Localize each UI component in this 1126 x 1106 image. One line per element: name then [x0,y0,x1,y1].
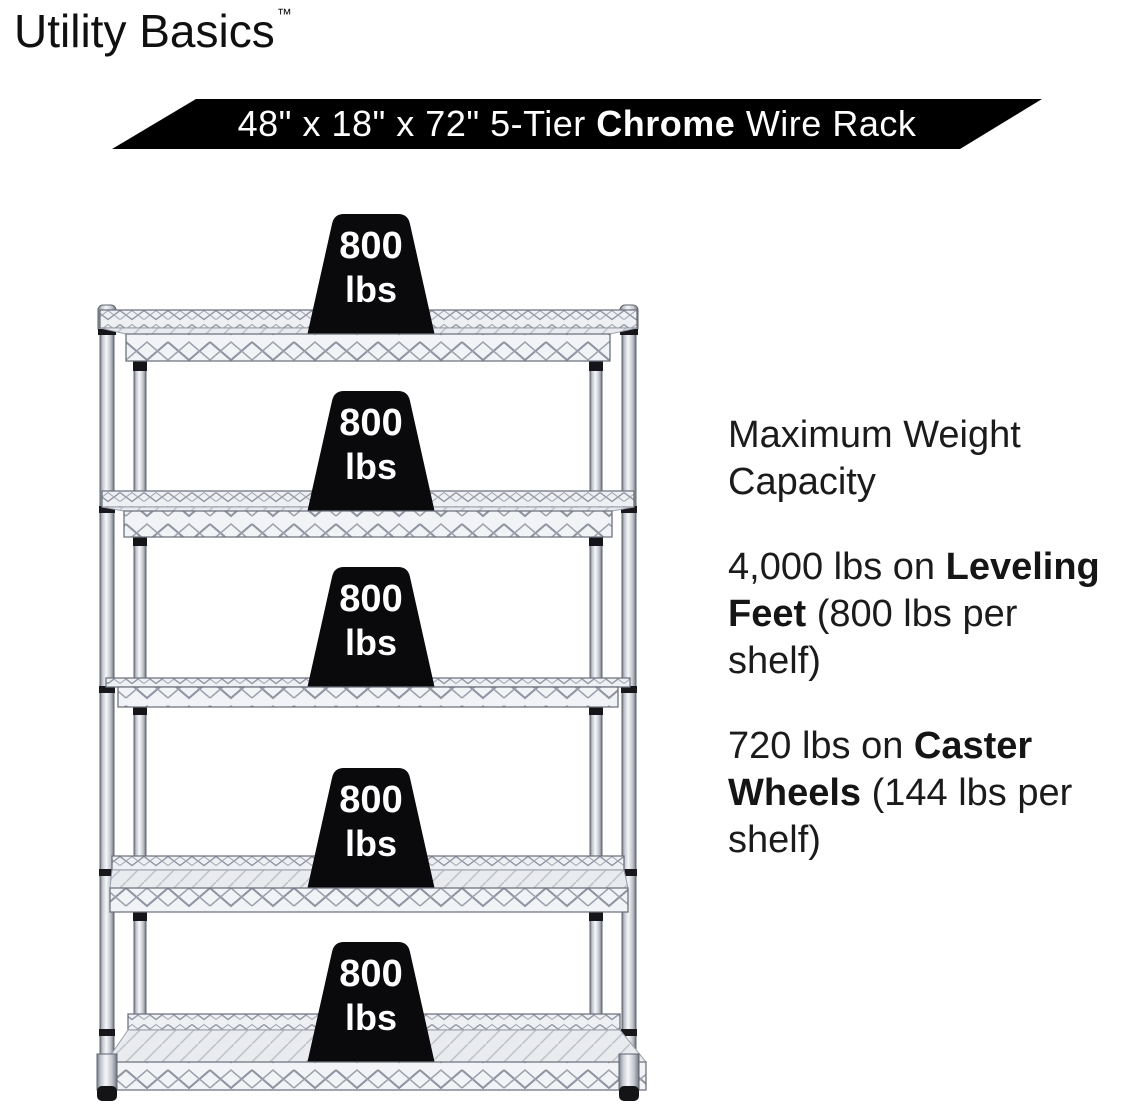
weight-tag: 800 lbs [307,768,435,890]
weight-value-label: 800 [339,225,402,267]
leveling-feet [96,1053,640,1101]
cap-ring-left [98,329,116,335]
brand-name: Utility Basics [14,5,275,57]
weight-value-label: 800 [339,953,402,995]
weight-unit-label: lbs [345,622,397,663]
weight-value-label: 800 [339,402,402,444]
post-sleeves [133,359,603,921]
weight-value-label: 800 [339,578,402,620]
weight-tag: 800 lbs [307,391,435,513]
shelf-front-rail [105,1061,647,1091]
weight-unit-label: lbs [345,446,397,487]
trademark-symbol: ™ [276,6,292,23]
shelf-3: 800 lbs [105,567,631,708]
weight-tag: 800 lbs [307,567,435,689]
foot-right [618,1053,640,1091]
shelf-front-rail [123,510,613,538]
shelf-1: 800 lbs [99,214,638,362]
foot-cap-right [619,1086,639,1101]
foot-cap-left [97,1086,117,1101]
foot-left [96,1053,118,1091]
weight-unit-label: lbs [345,823,397,864]
post-collars [99,506,637,1036]
weight-unit-label: lbs [345,269,397,310]
product-title: 48" x 18" x 72" 5-Tier Chrome Wire Rack [237,103,917,144]
weight-tag: 800 lbs [307,214,435,336]
product-title-banner: 48" x 18" x 72" 5-Tier Chrome Wire Rack [112,99,1042,149]
shelf-5: 800 lbs [105,942,648,1091]
shelf-front-rail [117,686,619,708]
weight-unit-label: lbs [345,997,397,1038]
shelf-front-rail [109,887,629,913]
shelf-front-rail [125,333,611,362]
weight-value-label: 800 [339,779,402,821]
shelf-4: 800 lbs [109,768,629,913]
shelf-2: 800 lbs [101,391,635,538]
weight-tag: 800 lbs [307,942,435,1064]
cap-ring-right [620,329,638,335]
